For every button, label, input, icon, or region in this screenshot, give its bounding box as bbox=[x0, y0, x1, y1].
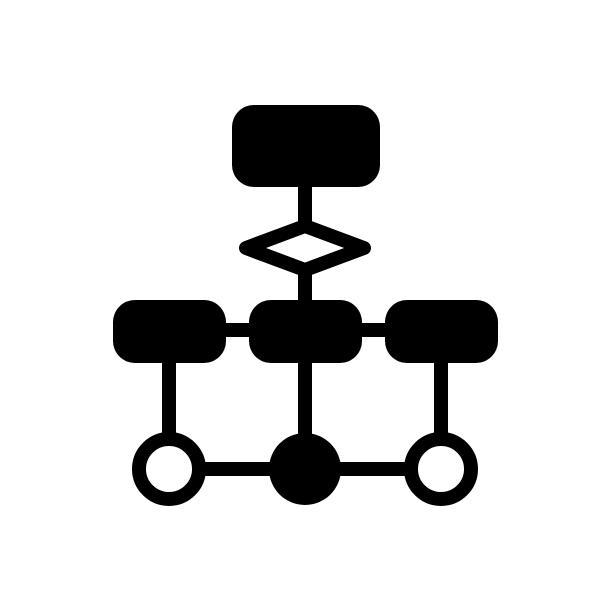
top-process-box bbox=[232, 105, 380, 187]
decision-diamond bbox=[239, 219, 371, 277]
right-process-box bbox=[385, 300, 498, 363]
right-terminal-circle bbox=[404, 432, 478, 506]
left-process-box bbox=[113, 300, 226, 363]
left-terminal-circle bbox=[132, 432, 206, 506]
center-process-box bbox=[249, 300, 362, 363]
center-terminal-circle bbox=[269, 433, 341, 505]
connector-lines bbox=[162, 185, 448, 476]
flowchart-shapes bbox=[113, 105, 498, 506]
